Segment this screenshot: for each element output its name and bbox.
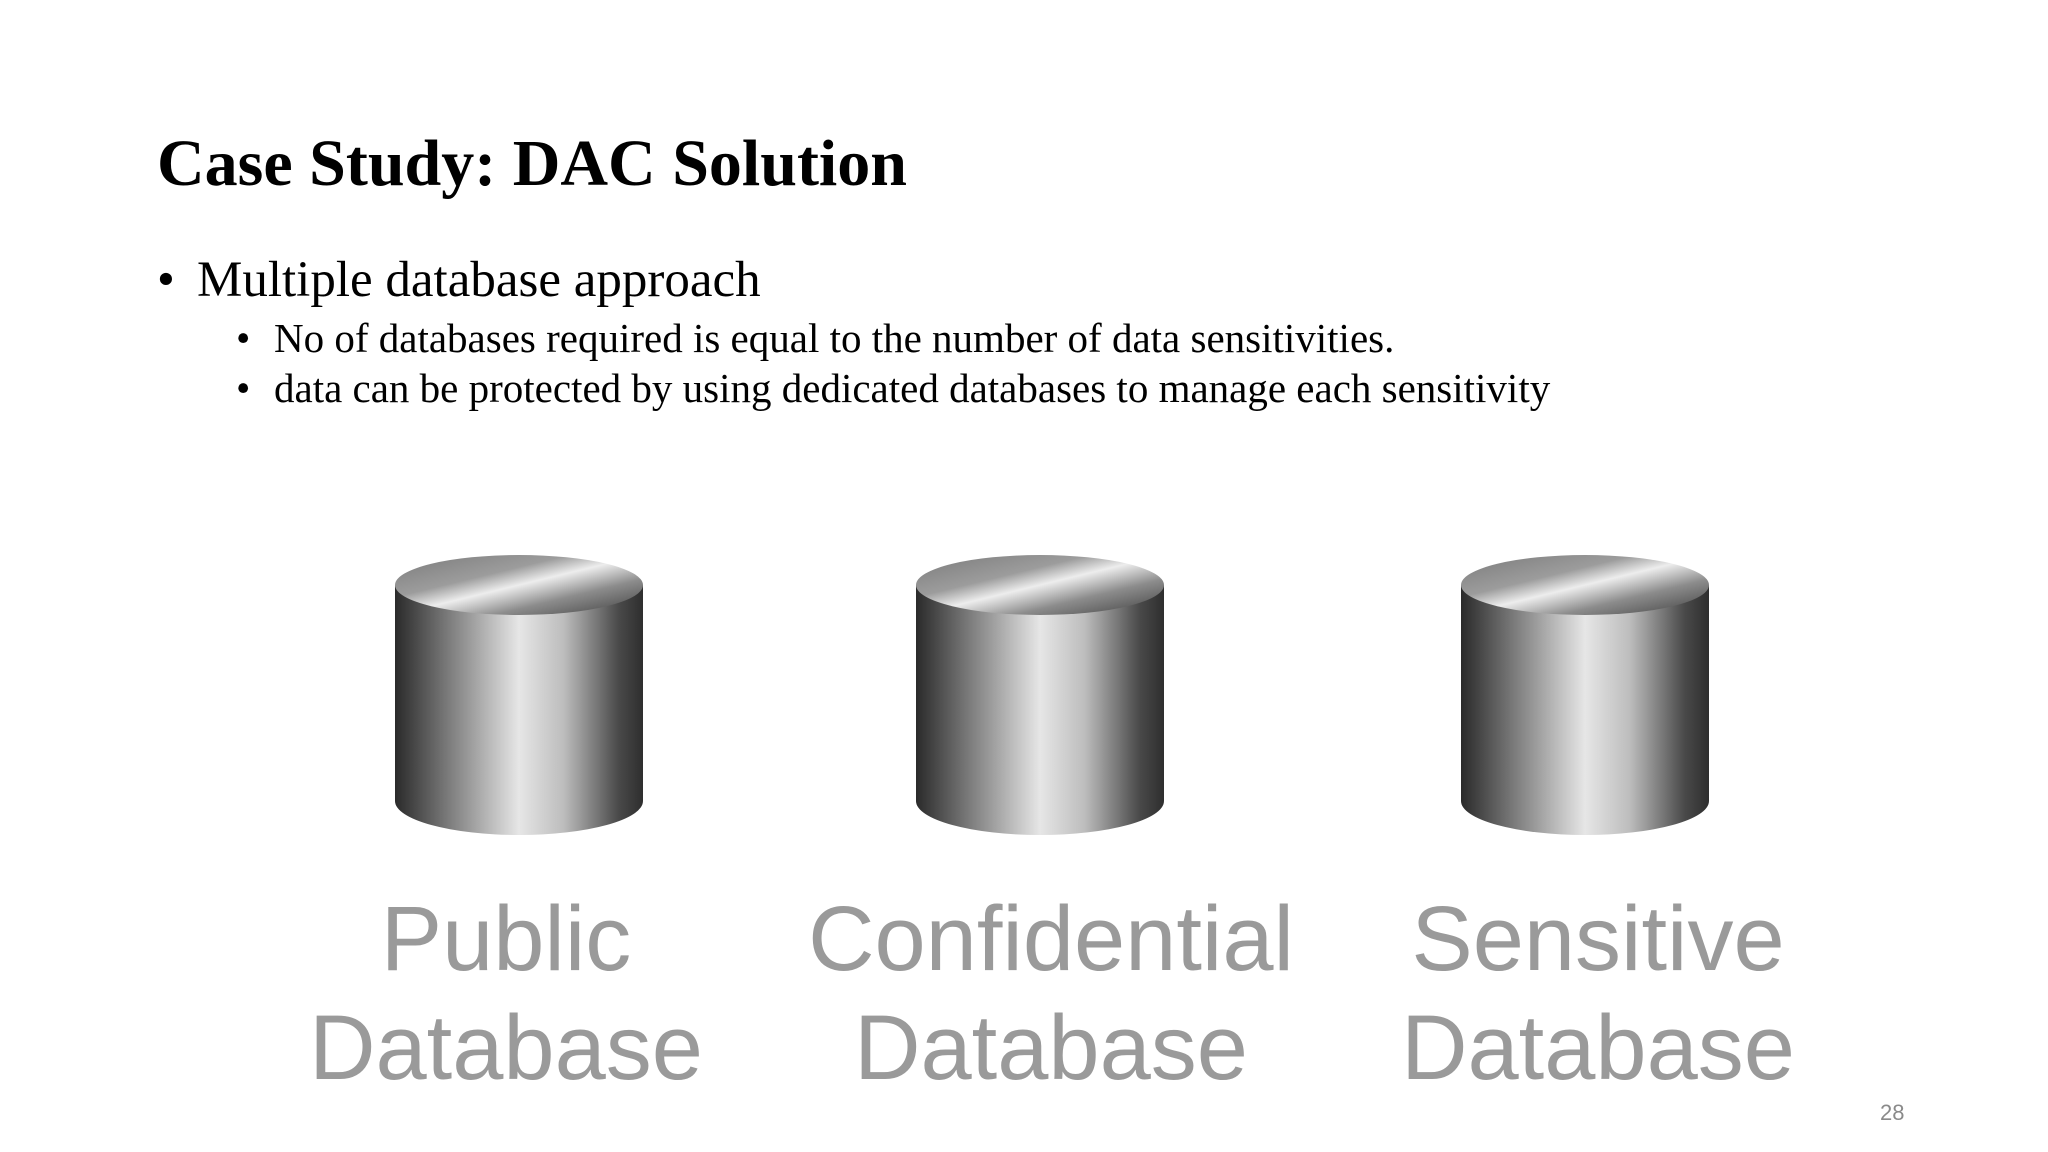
bullet-glyph: • [157,252,197,308]
database-label-line1: Sensitive [1318,885,1878,994]
database-label: Confidential Database [771,885,1331,1102]
bullet-text: Multiple database approach [197,252,761,308]
database-label-line2: Database [771,994,1331,1103]
database-cylinder-icon [914,555,1166,837]
sub-bullet-text: data can be protected by using dedicated… [274,368,1651,409]
sub-bullet-item: • No of databases required is equal to t… [236,318,1394,359]
bullet-glyph: • [236,368,250,409]
sub-bullet-item: • data can be protected by using dedicat… [236,368,1651,409]
database-label: Sensitive Database [1318,885,1878,1102]
sub-bullet-text: No of databases required is equal to the… [274,318,1394,359]
slide-title: Case Study: DAC Solution [157,128,907,201]
database-label-line2: Database [1318,994,1878,1103]
database-label-line1: Confidential [771,885,1331,994]
database-label-line1: Public [226,885,786,994]
database-cylinder-icon [1459,555,1711,837]
bullet-item: •Multiple database approach [157,252,761,308]
database-label-line2: Database [226,994,786,1103]
database-cylinder-icon [393,555,645,837]
database-label: Public Database [226,885,786,1102]
bullet-glyph: • [236,318,250,359]
page-number: 28 [1880,1100,1904,1126]
